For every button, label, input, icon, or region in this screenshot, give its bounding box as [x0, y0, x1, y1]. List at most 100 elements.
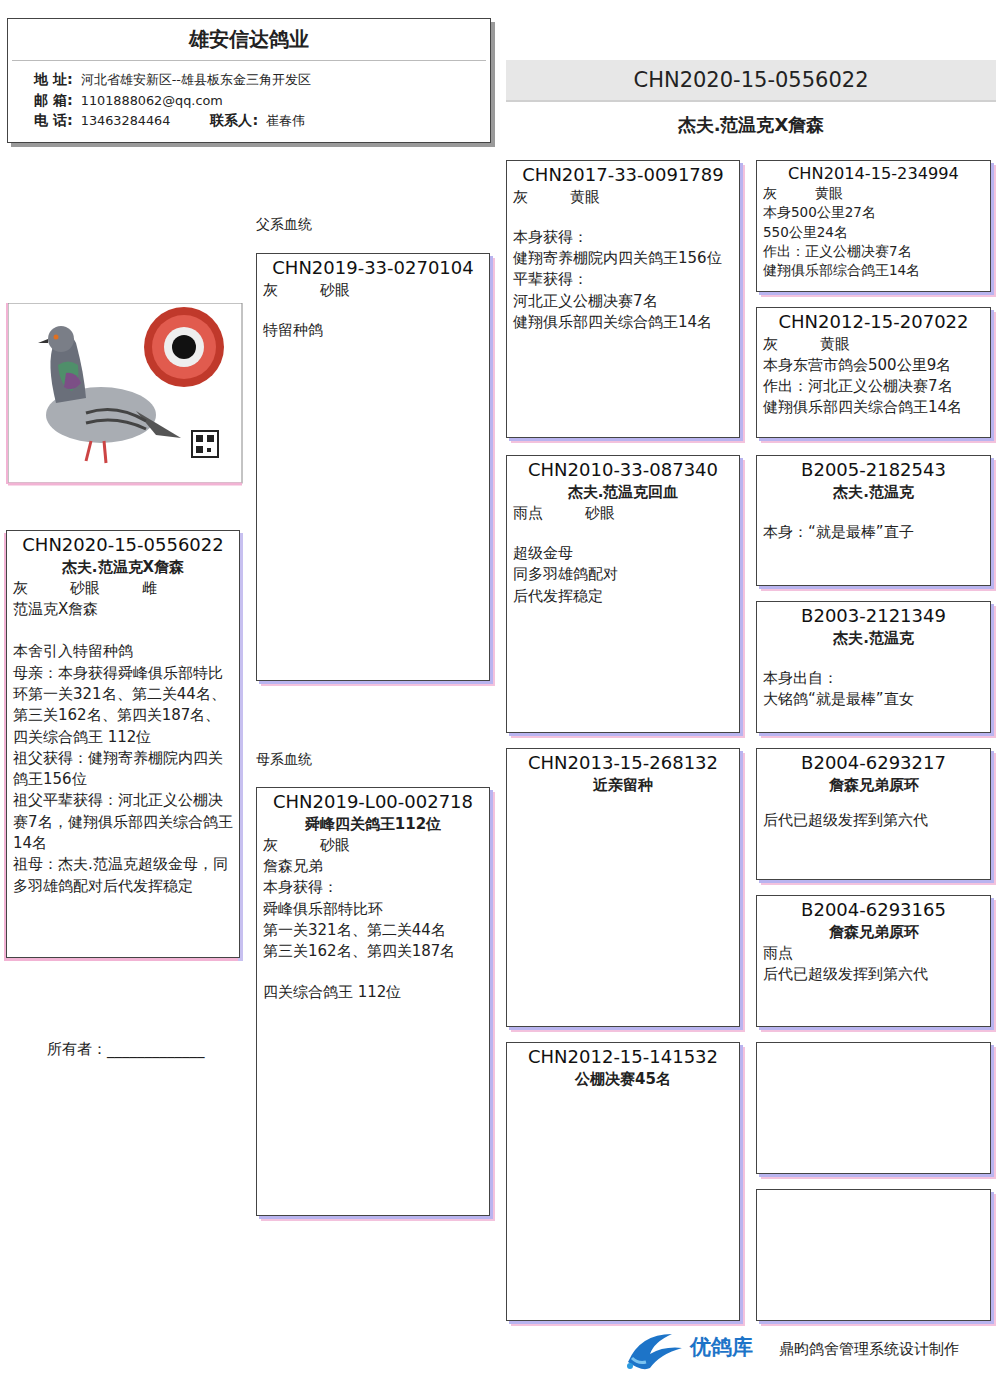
pedigree-box: B2004-6293165詹森兄弟原环雨点后代已超级发挥到第六代 — [756, 895, 991, 1027]
pedigree-box: CHN2020-15-0556022杰夫.范温克X詹森灰砂眼雌范温克X詹森本舍引… — [6, 530, 240, 958]
text-row: 同多羽雄鸽配对 — [513, 564, 733, 585]
text-row: B2004-6293165 — [763, 899, 984, 922]
pedigree-box: CHN2012-15-207022灰黄眼本身东营市鸽会500公里9名作出：河北正… — [756, 307, 991, 438]
text-row: 后代已超级发挥到第六代 — [763, 964, 984, 985]
empty-box — [756, 1189, 991, 1321]
contact-text: 邮 箱: — [34, 92, 73, 108]
text-row: 杰夫.范温克 — [763, 628, 984, 649]
text-row: 大铭鸽“就是最棒”直女 — [763, 689, 984, 710]
ring-number: CHN2014-15-234994 — [788, 164, 959, 183]
ring-band: CHN2020-15-0556022杰夫.范温克X詹森 — [506, 60, 996, 100]
text-row: B2005-2182543 — [763, 459, 984, 482]
contact-text: 崔春伟 — [266, 113, 305, 128]
text-row: CHN2017-33-0091789 — [513, 164, 733, 187]
contact-text: 13463284464 — [81, 113, 171, 128]
text-row: 灰砂眼 — [263, 280, 483, 301]
note-text: 范温克X詹森 — [13, 600, 98, 618]
text-row: 雄安信达鸽业 — [12, 22, 486, 61]
note-text: 本身获得： — [513, 228, 588, 246]
ring-number: CHN2019-33-0270104 — [272, 257, 473, 278]
contact-text: 联系人: — [210, 112, 258, 128]
note-text: 后代已超级发挥到第六代 — [763, 965, 928, 983]
text-row: 本身出自： — [763, 668, 984, 689]
strain-name: 杰夫.范温克 — [833, 483, 914, 501]
text-row: 健翔俱乐部综合鸽王14名 — [763, 261, 984, 280]
trait-text: 雌 — [142, 578, 157, 599]
ring-number: B2003-2121349 — [801, 605, 946, 626]
strain-name: 詹森兄弟原环 — [829, 776, 919, 794]
text-row: 灰黄眼 — [763, 334, 984, 355]
contact-text: 电 话: — [34, 112, 73, 128]
ring-number: B2004-6293217 — [801, 752, 946, 773]
strain-name: 杰夫.范温克回血 — [568, 483, 679, 501]
trait-text: 灰 — [263, 835, 278, 856]
text-row: 健翔俱乐部四关综合鸽王14名 — [513, 312, 733, 333]
trait-text: 黄眼 — [570, 187, 600, 208]
text-row: 本舍引入特留种鸽 — [13, 641, 233, 662]
text-row: 杰夫.范温克回血 — [513, 482, 733, 503]
text-row: CHN2012-15-207022 — [763, 311, 984, 334]
text-row: 范温克X詹森 — [13, 599, 233, 620]
owner-line: 所有者：_____________ — [47, 1040, 205, 1059]
note-text: 第三关162名、第四关187名 — [263, 942, 455, 960]
note-text: 祖母：杰夫.范温克超级金母，同多羽雄鸽配对后代发挥稳定 — [13, 855, 228, 894]
note-text: 后代发挥稳定 — [513, 587, 603, 605]
note-text: 祖父平辈获得：河北正义公棚决赛7名，健翔俱乐部四关综合鸽王14名 — [13, 791, 233, 852]
note-text: 同多羽雄鸽配对 — [513, 565, 618, 583]
contact-text: 地 址: — [34, 71, 73, 87]
text-row: 祖母：杰夫.范温克超级金母，同多羽雄鸽配对后代发挥稳定 — [13, 854, 233, 897]
note-text: 特留种鸽 — [263, 321, 323, 339]
ring-number: CHN2012-15-207022 — [779, 311, 969, 332]
text-row: 后代已超级发挥到第六代 — [763, 810, 984, 831]
note-text: 本舍引入特留种鸽 — [13, 642, 133, 660]
text-row: 舜峰四关鸽王112位 — [263, 814, 483, 835]
text-row: 公棚决赛45名 — [513, 1069, 733, 1090]
text-row: CHN2019-33-0270104 — [263, 257, 483, 280]
trait-text: 砂眼 — [585, 503, 615, 524]
text-row: 本身东营市鸽会500公里9名 — [763, 355, 984, 376]
text-row: 河北正义公棚决赛7名 — [513, 291, 733, 312]
text-row: 第三关162名、第四关187名 — [263, 941, 483, 962]
trait-text: 黄眼 — [815, 184, 843, 203]
note-text: 后代已超级发挥到第六代 — [763, 811, 928, 829]
text-row: 祖父获得：健翔寄养棚院内四关鸽王156位 — [13, 748, 233, 791]
strain-name: 公棚决赛45名 — [575, 1070, 671, 1088]
text-row: 健翔寄养棚院内四关鸽王156位 — [513, 248, 733, 269]
header-box: 雄安信达鸽业地 址: 河北省雄安新区--雄县板东金三角开发区邮 箱: 1101888… — [7, 18, 491, 143]
pedigree-box: CHN2019-33-0270104灰砂眼特留种鸽 — [256, 253, 490, 681]
note-text: 本身：“就是最棒”直子 — [763, 523, 914, 541]
text-row: 杰夫.范温克X詹森 — [13, 557, 233, 578]
strain-name: 近亲留种 — [593, 776, 653, 794]
text-row: B2003-2121349 — [763, 605, 984, 628]
note-text: 詹森兄弟 — [263, 857, 323, 875]
logo-text: 优鸽库 — [690, 1333, 753, 1361]
ring-number: B2005-2182543 — [801, 459, 946, 480]
note-text: 本身东营市鸽会500公里9名 — [763, 356, 951, 374]
note-text: 本身出自： — [763, 669, 838, 687]
text-row: 本身获得： — [513, 227, 733, 248]
note-text: 健翔俱乐部综合鸽王14名 — [763, 262, 920, 278]
text-row: 詹森兄弟原环 — [763, 775, 984, 796]
note-text: 祖父获得：健翔寄养棚院内四关鸽王156位 — [13, 749, 223, 788]
section-label: 母系血统 — [256, 751, 312, 769]
pedigree-box: CHN2019-L00-002718舜峰四关鸽王112位灰砂眼詹森兄弟本身获得：… — [256, 787, 490, 1216]
pedigree-box: B2005-2182543 杰夫.范温克本身：“就是最棒”直子 — [756, 455, 991, 586]
text-row: 母亲：本身获得舜峰俱乐部特比环第一关321名、第二关44名、第三关162名、第四… — [13, 663, 233, 748]
text-row: CHN2010-33-087340 — [513, 459, 733, 482]
text-row: 灰砂眼雌 — [13, 578, 233, 599]
text-row: 后代发挥稳定 — [513, 586, 733, 607]
pedigree-box: CHN2017-33-0091789灰 黄眼本身获得： 健翔寄养棚院内四关鸽王156… — [506, 160, 740, 438]
text-row: 灰黄眼 — [763, 184, 984, 203]
trait-text: 砂眼 — [320, 835, 350, 856]
text-row: CHN2012-15-141532 — [513, 1046, 733, 1069]
text-row: 第一关321名、第二关44名 — [263, 920, 483, 941]
text-row: 雨点砂眼 — [513, 503, 733, 524]
section-label: 父系血统 — [256, 216, 312, 234]
ring-number: CHN2020-15-0556022 — [506, 60, 996, 100]
contact-text: 河北省雄安新区--雄县板东金三角开发区 — [81, 72, 311, 87]
text-row: 特留种鸽 — [263, 320, 483, 341]
note-text: 健翔俱乐部四关综合鸽王14名 — [763, 398, 962, 416]
trait-text: 灰 — [513, 187, 528, 208]
text-row: 祖父平辈获得：河北正义公棚决赛7名，健翔俱乐部四关综合鸽王14名 — [13, 790, 233, 854]
contact-text: 1101888062@qq.com — [81, 93, 223, 108]
